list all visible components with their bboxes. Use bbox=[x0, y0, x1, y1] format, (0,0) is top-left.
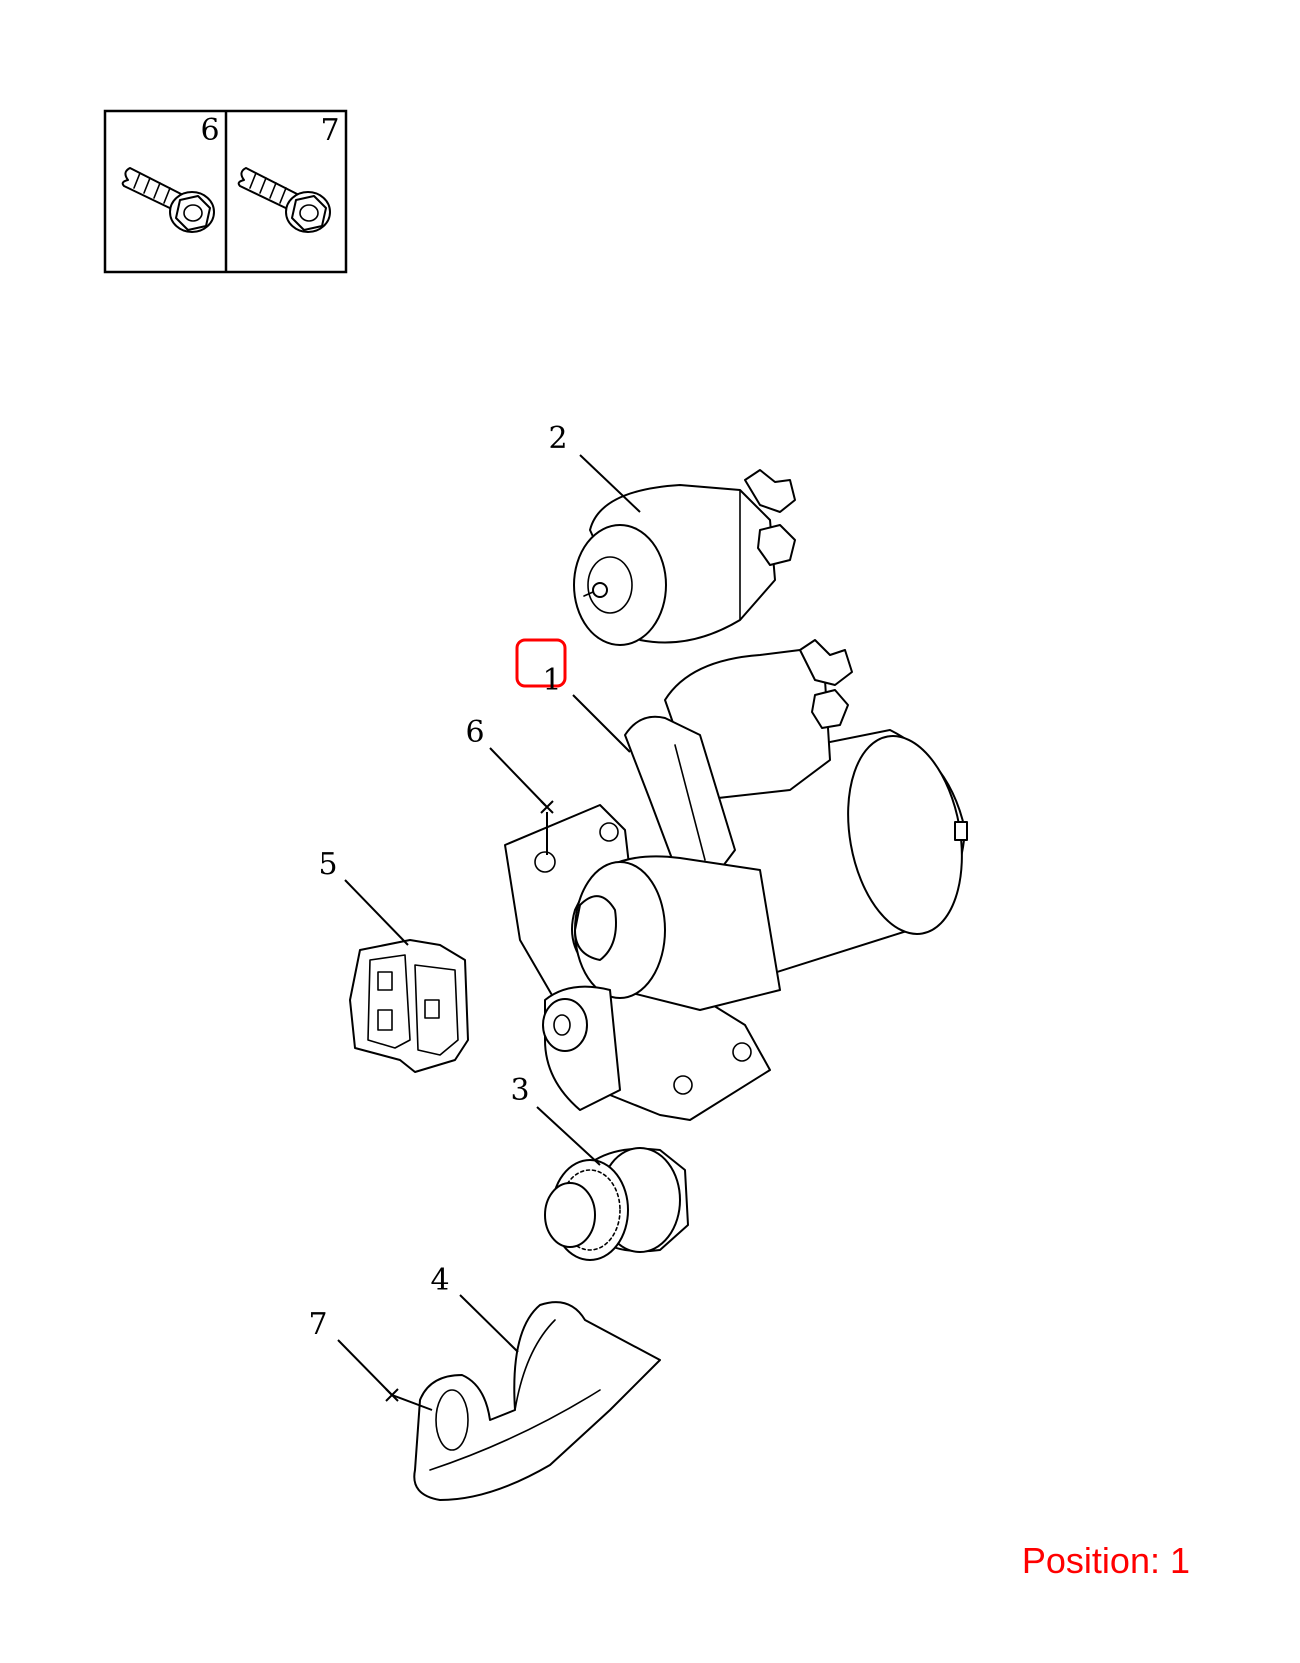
callout-6-group[interactable]: 6 bbox=[465, 715, 554, 855]
inset-label-7: 7 bbox=[320, 113, 339, 148]
inset-label-6: 6 bbox=[200, 113, 219, 148]
bracket-part-5[interactable]: 5 bbox=[318, 847, 469, 1073]
bolt-7-icon[interactable] bbox=[237, 167, 331, 233]
callout-2[interactable]: 2 bbox=[548, 421, 567, 456]
callout-1-highlight bbox=[515, 638, 567, 688]
solenoid-part-2[interactable]: 2 bbox=[548, 421, 796, 646]
callout-7[interactable]: 7 bbox=[308, 1307, 327, 1342]
callout-6[interactable]: 6 bbox=[465, 715, 484, 750]
fastener-inset: 6 7 bbox=[103, 109, 348, 274]
position-label: Position: 1 bbox=[1021, 1540, 1190, 1581]
callout-7-group[interactable]: 7 bbox=[308, 1307, 433, 1411]
bolt-6-icon[interactable] bbox=[121, 167, 215, 233]
pinion-drive-part-3[interactable]: 3 bbox=[510, 1073, 689, 1261]
starter-motor-part-1[interactable]: 1 bbox=[504, 638, 977, 1121]
callout-4[interactable]: 4 bbox=[430, 1263, 449, 1298]
callout-5[interactable]: 5 bbox=[318, 847, 337, 882]
callout-3[interactable]: 3 bbox=[510, 1073, 529, 1108]
heat-shield-part-4[interactable]: 4 bbox=[413, 1263, 661, 1501]
callout-1[interactable]: 1 bbox=[542, 663, 561, 698]
